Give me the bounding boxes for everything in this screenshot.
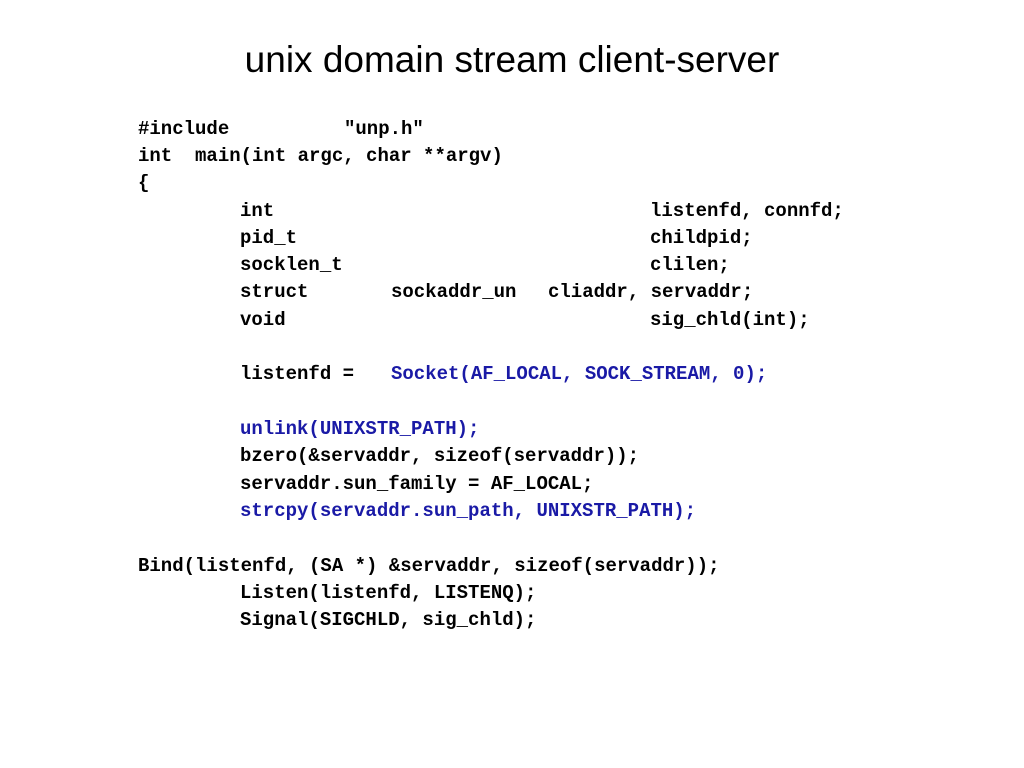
code-line-decl-pid: pid_t childpid; (0, 225, 753, 252)
unlink-call: unlink(UNIXSTR_PATH); (240, 418, 480, 440)
decl-struct-names: cliaddr, servaddr; (548, 281, 754, 303)
family-assign: servaddr.sun_family = AF_LOCAL; (240, 473, 594, 495)
bind-call: Bind(listenfd, (SA *) &servaddr, sizeof(… (138, 555, 720, 577)
open-brace: { (138, 172, 150, 194)
code-line-bzero: bzero(&servaddr, sizeof(servaddr)); (0, 443, 639, 470)
socket-call: Socket(AF_LOCAL, SOCK_STREAM, 0); (391, 363, 768, 385)
decl-int-type: int (240, 200, 275, 222)
strcpy-call: strcpy(servaddr.sun_path, UNIXSTR_PATH); (240, 500, 697, 522)
decl-void-names: sig_chld(int); (650, 309, 810, 331)
code-block: #include "unp.h" int main(int argc, char… (0, 116, 1024, 716)
decl-struct-keyword: struct (240, 281, 309, 303)
signal-call: Signal(SIGCHLD, sig_chld); (240, 609, 537, 631)
code-line-family: servaddr.sun_family = AF_LOCAL; (0, 471, 593, 498)
code-line-socket: listenfd = Socket(AF_LOCAL, SOCK_STREAM,… (0, 361, 767, 388)
decl-socklen-names: clilen; (650, 254, 730, 276)
code-line-signal: Signal(SIGCHLD, sig_chld); (0, 607, 536, 634)
decl-int-names: listenfd, connfd; (650, 200, 844, 222)
code-line-strcpy: strcpy(servaddr.sun_path, UNIXSTR_PATH); (0, 498, 696, 525)
code-line-decl-int: int listenfd, connfd; (0, 198, 844, 225)
code-line-include: #include "unp.h" (0, 116, 424, 143)
listen-assign: listenfd = (240, 363, 366, 385)
decl-struct-type: sockaddr_un (391, 281, 517, 303)
decl-pid-type: pid_t (240, 227, 298, 249)
decl-void-type: void (240, 309, 286, 331)
code-line-listen: Listen(listenfd, LISTENQ); (0, 580, 536, 607)
code-line-open-brace: { (0, 170, 149, 197)
bzero-call: bzero(&servaddr, sizeof(servaddr)); (240, 445, 640, 467)
code-line-unlink: unlink(UNIXSTR_PATH); (0, 416, 479, 443)
include-directive: #include (138, 118, 230, 140)
code-line-decl-socklen: socklen_t clilen; (0, 252, 730, 279)
code-line-main: int main(int argc, char **argv) (0, 143, 503, 170)
code-line-bind: Bind(listenfd, (SA *) &servaddr, sizeof(… (0, 553, 720, 580)
slide-title: unix domain stream client-server (244, 39, 780, 80)
code-line-decl-void: void sig_chld(int); (0, 307, 810, 334)
listen-call: Listen(listenfd, LISTENQ); (240, 582, 537, 604)
code-line-decl-struct: struct sockaddr_un cliaddr, servaddr; (0, 279, 753, 306)
include-file: "unp.h" (344, 118, 424, 140)
decl-socklen-type: socklen_t (240, 254, 343, 276)
main-signature: int main(int argc, char **argv) (138, 145, 503, 167)
decl-pid-names: childpid; (650, 227, 753, 249)
